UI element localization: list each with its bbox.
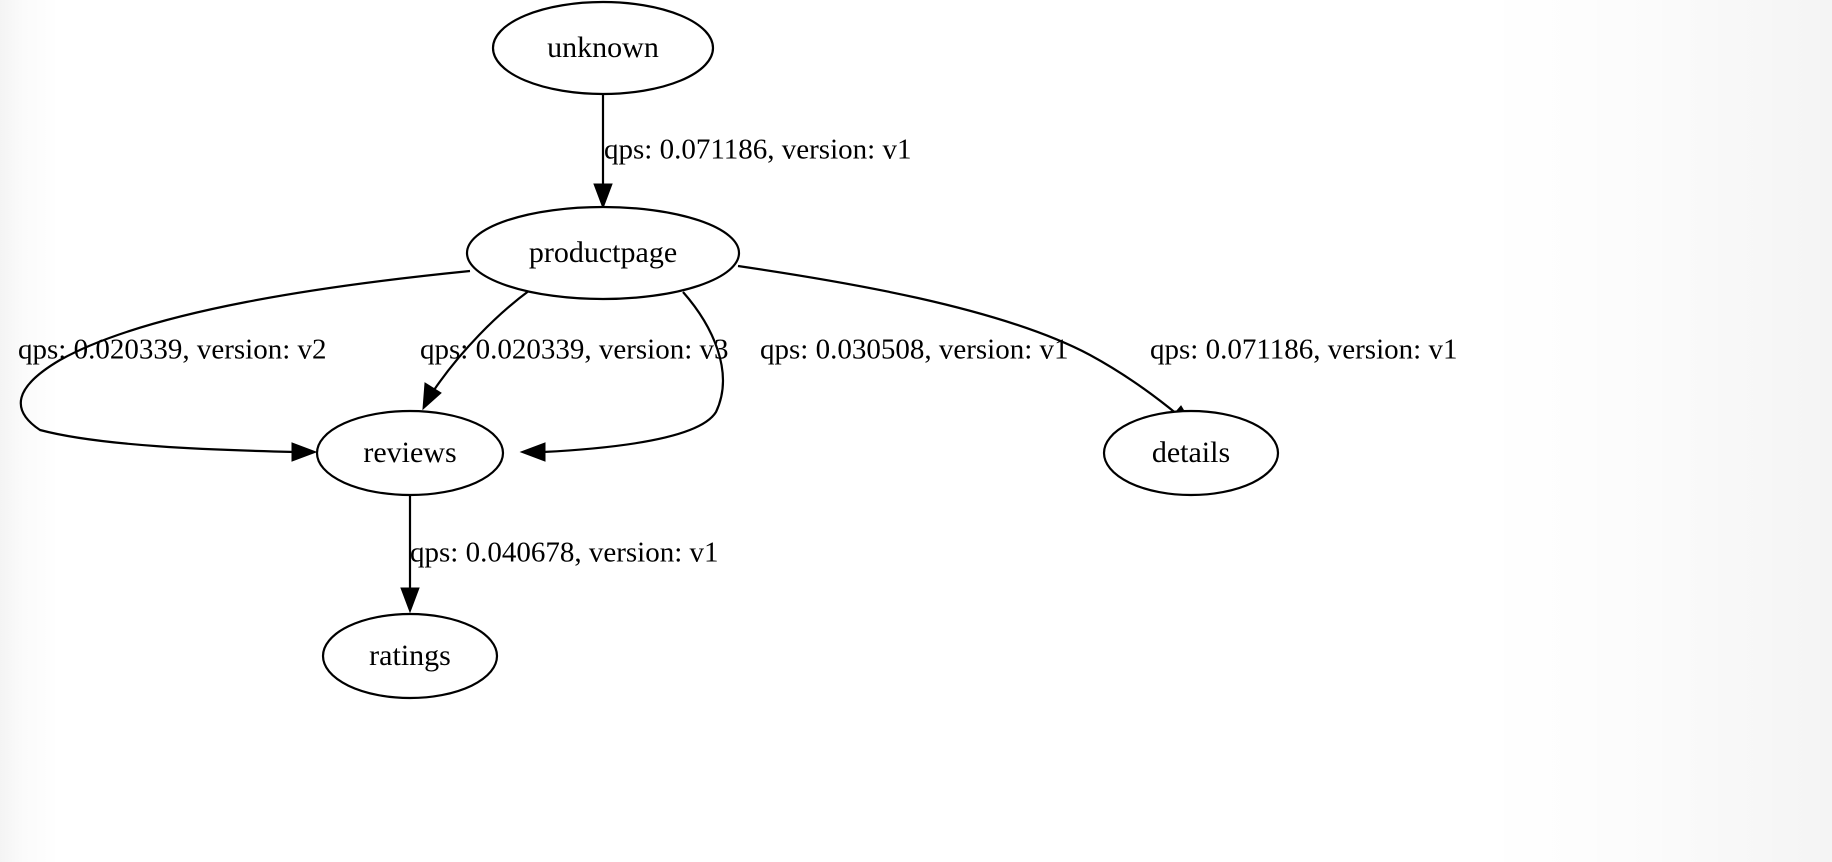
- node-ellipse-shape: [465, 205, 741, 301]
- edge-line: [19, 269, 471, 454]
- edge-label-productpage-to-reviews-v1: qps: 0.030508, version: v1: [760, 334, 1069, 366]
- edge-unknown-to-productpage[interactable]: [593, 95, 613, 210]
- edge-label-productpage-to-reviews-v3: qps: 0.020339, version: v3: [420, 334, 729, 366]
- node-label-ratings: ratings: [369, 639, 451, 672]
- node-label-reviews: reviews: [363, 436, 456, 469]
- node-label-productpage: productpage: [529, 236, 677, 269]
- node-ellipse-shape: [491, 0, 715, 96]
- arrow-head-icon: [422, 382, 442, 411]
- edge-label-productpage-to-details-v1: qps: 0.071186, version: v1: [1150, 334, 1457, 366]
- node-productpage[interactable]: productpage: [465, 205, 741, 301]
- edge-label-unknown-to-productpage: qps: 0.071186, version: v1: [604, 134, 911, 166]
- edge-label-reviews-to-ratings-v1: qps: 0.040678, version: v1: [410, 537, 719, 569]
- node-label-unknown: unknown: [547, 31, 659, 64]
- node-details[interactable]: details: [1102, 409, 1280, 497]
- arrow-head-icon: [593, 183, 613, 210]
- edge-line: [542, 291, 725, 454]
- node-ellipse-shape: [321, 612, 499, 700]
- node-ellipse-shape: [315, 409, 505, 497]
- edge-productpage-to-reviews-v1[interactable]: [519, 291, 725, 462]
- edge-productpage-to-reviews-v3[interactable]: [422, 289, 531, 411]
- node-ratings[interactable]: ratings: [321, 612, 499, 700]
- arrow-head-icon: [519, 442, 546, 462]
- node-unknown[interactable]: unknown: [491, 0, 715, 96]
- edge-productpage-to-reviews-v2[interactable]: [19, 269, 471, 462]
- arrow-head-icon: [400, 587, 420, 614]
- edge-reviews-to-ratings-v1[interactable]: [400, 495, 420, 614]
- node-label-details: details: [1152, 436, 1230, 469]
- edge-line: [433, 289, 531, 391]
- arrow-head-icon: [291, 442, 318, 462]
- edge-line: [737, 264, 1179, 416]
- node-ellipse-shape: [1102, 409, 1280, 497]
- edge-label-productpage-to-reviews-v2: qps: 0.020339, version: v2: [18, 334, 327, 366]
- node-reviews[interactable]: reviews: [315, 409, 505, 497]
